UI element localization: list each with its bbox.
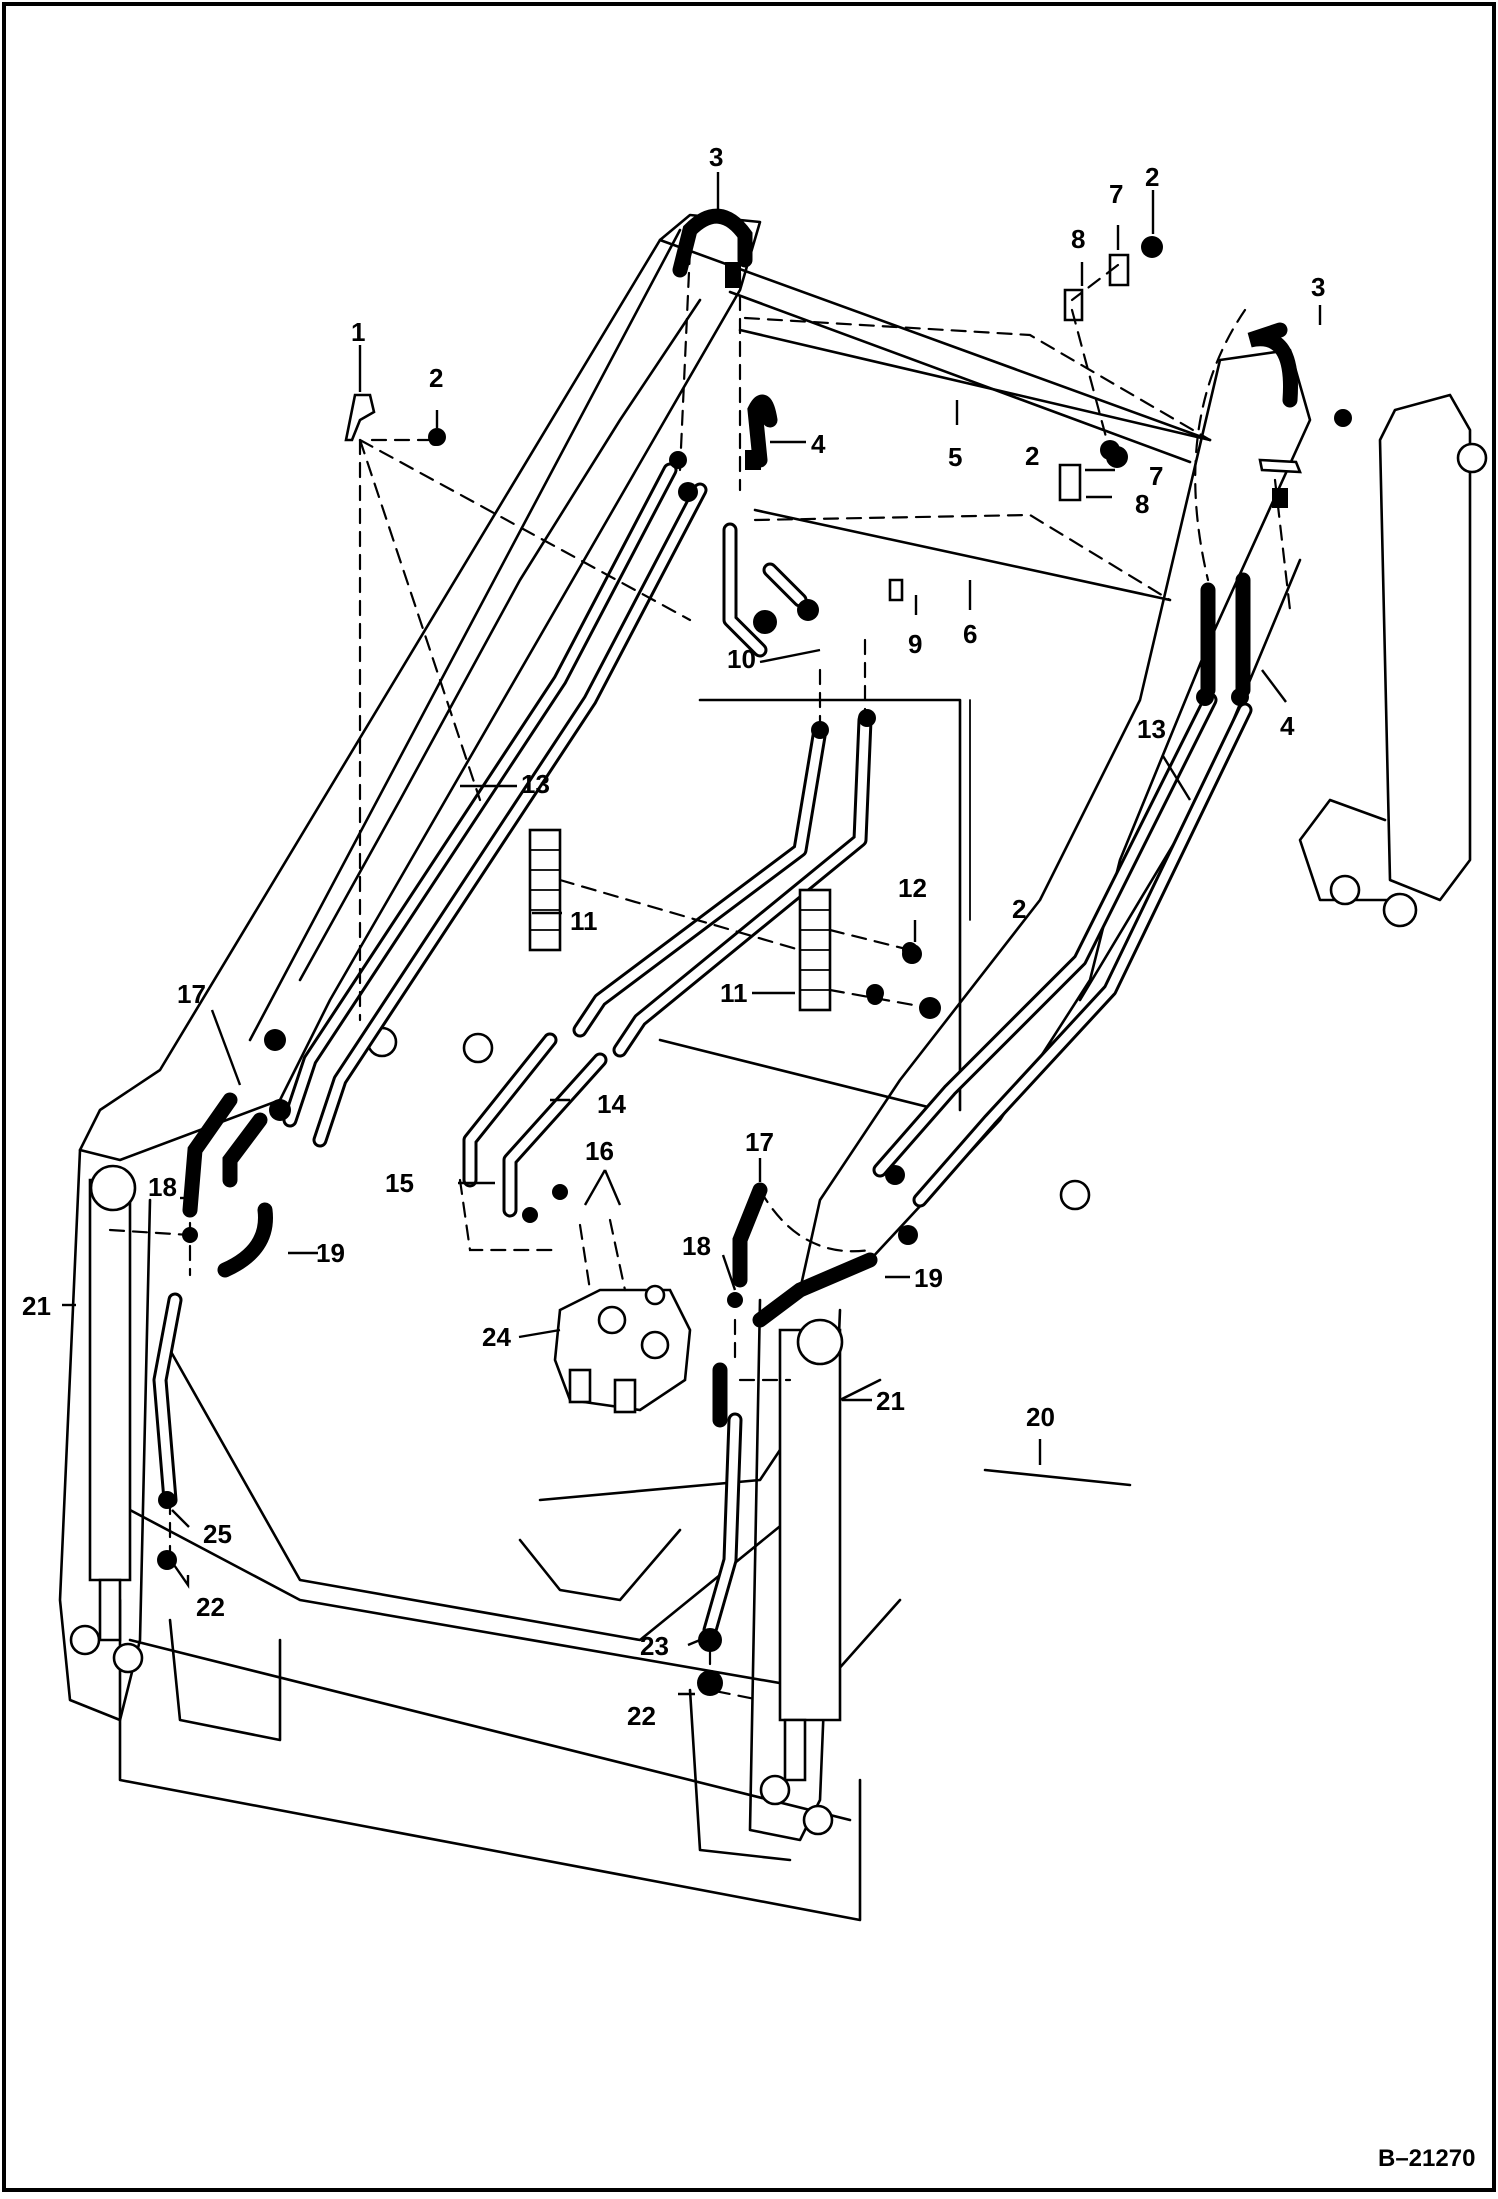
hose-17b-left	[222, 1112, 268, 1188]
callout-15: 15	[385, 1168, 414, 1198]
loader-frame	[58, 213, 1488, 1922]
hose-19-left	[217, 1202, 273, 1278]
callout-18: 18	[682, 1231, 711, 1261]
callout-16: 16	[585, 1136, 614, 1166]
hose-17-left	[182, 1092, 238, 1218]
callout-11: 11	[720, 978, 748, 1008]
callout-labels: 1 2 2 2 2 3 3 4 4 5 6 7 7 8 8 9 10 11 11…	[22, 142, 1325, 1731]
callout-14: 14	[597, 1089, 626, 1119]
assembly-dashed-lines	[108, 248, 1292, 1702]
hose-3-left	[672, 208, 753, 278]
callout-7: 7	[1149, 461, 1163, 491]
callout-7: 7	[1109, 179, 1123, 209]
callout-8: 8	[1071, 224, 1085, 254]
callout-4: 4	[811, 429, 826, 459]
callout-11: 11	[570, 906, 598, 936]
small-hardware	[182, 236, 1302, 1487]
callout-13: 13	[521, 769, 550, 799]
callout-2: 2	[1145, 162, 1159, 192]
tube-lines	[152, 328, 1253, 1638]
leader-lines	[62, 172, 1322, 1696]
callout-5: 5	[948, 442, 962, 472]
callout-2: 2	[1025, 441, 1039, 471]
callout-2: 2	[429, 363, 443, 393]
tube-clamps	[528, 828, 832, 1012]
callout-19: 19	[316, 1238, 345, 1268]
callout-21: 21	[22, 1291, 51, 1321]
callout-6: 6	[963, 619, 977, 649]
callout-4: 4	[1280, 711, 1295, 741]
callout-10: 10	[727, 644, 756, 674]
hose-3-right	[1247, 322, 1298, 408]
callout-23: 23	[640, 1631, 669, 1661]
callout-20: 20	[1026, 1402, 1055, 1432]
hose-4	[747, 394, 778, 468]
callout-19: 19	[914, 1263, 943, 1293]
callout-9: 9	[908, 629, 922, 659]
callout-12: 12	[898, 873, 927, 903]
callout-25: 25	[203, 1519, 232, 1549]
control-valve	[553, 1284, 692, 1414]
drawing-reference-number: B–21270	[1378, 2145, 1475, 2172]
callout-3: 3	[1311, 272, 1325, 302]
callout-3: 3	[709, 142, 723, 172]
callout-22: 22	[627, 1701, 656, 1731]
lift-cylinders	[69, 1164, 844, 1806]
callout-13: 13	[1137, 714, 1166, 744]
callout-22: 22	[196, 1592, 225, 1622]
callout-21: 21	[876, 1386, 905, 1416]
callout-2: 2	[1012, 894, 1026, 924]
callout-18: 18	[148, 1172, 177, 1202]
callout-17: 17	[177, 979, 206, 1009]
hose-17-right	[732, 1182, 768, 1288]
callout-8: 8	[1135, 489, 1149, 519]
hose-19-right	[752, 1252, 878, 1328]
callout-17: 17	[745, 1127, 774, 1157]
callout-24: 24	[482, 1322, 511, 1352]
hoses	[182, 208, 1298, 1428]
callout-1: 1	[351, 317, 365, 347]
